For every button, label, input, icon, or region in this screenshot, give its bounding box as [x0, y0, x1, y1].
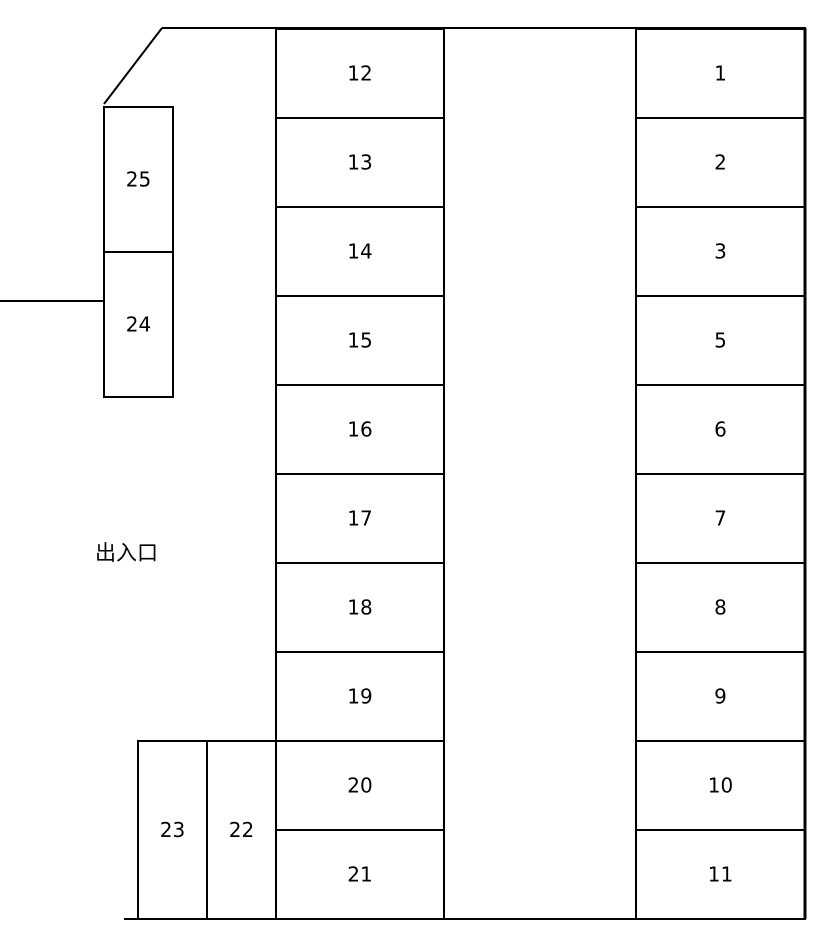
parking-space: 21 [275, 829, 445, 920]
parking-space: 22 [206, 740, 277, 920]
parking-space-number: 18 [347, 596, 372, 620]
parking-space: 12 [275, 28, 445, 119]
parking-space: 14 [275, 206, 445, 297]
parking-space: 15 [275, 295, 445, 386]
parking-space: 7 [635, 473, 806, 564]
parking-space: 6 [635, 384, 806, 475]
parking-space-number: 9 [714, 685, 727, 709]
parking-space-number: 14 [347, 240, 372, 264]
parking-space: 19 [275, 651, 445, 742]
parking-space-number: 2 [714, 151, 727, 175]
parking-space-number: 11 [708, 863, 733, 887]
parking-space-number: 8 [714, 596, 727, 620]
parking-space-number: 7 [714, 507, 727, 531]
parking-space: 2 [635, 117, 806, 208]
parking-space-number: 12 [347, 62, 372, 86]
parking-space: 23 [137, 740, 208, 920]
parking-space-outline [635, 829, 806, 920]
parking-space: 16 [275, 384, 445, 475]
parking-space-number: 22 [229, 818, 254, 842]
parking-space-outline [103, 251, 174, 398]
parking-space-number: 6 [714, 418, 727, 442]
parking-space: 1 [635, 28, 806, 119]
parking-space: 25 [103, 106, 174, 253]
parking-space: 18 [275, 562, 445, 653]
entrance-label: 出入口 [95, 541, 158, 565]
parking-space-number: 1 [714, 62, 727, 86]
parking-space-outline [206, 740, 277, 920]
parking-space: 24 [103, 251, 174, 398]
parking-space-number: 21 [347, 863, 372, 887]
parking-space-number: 20 [347, 774, 372, 798]
parking-space-number: 23 [160, 818, 185, 842]
parking-space: 10 [635, 740, 806, 831]
parking-space: 3 [635, 206, 806, 297]
parking-space: 5 [635, 295, 806, 386]
angled-corner-line [103, 27, 163, 105]
parking-space-number: 19 [347, 685, 372, 709]
parking-space: 9 [635, 651, 806, 742]
parking-space-number: 25 [126, 168, 151, 192]
parking-space-number: 3 [714, 240, 727, 264]
parking-space-number: 24 [126, 313, 151, 337]
parking-space-number: 5 [714, 329, 727, 353]
parking-space-number: 10 [708, 774, 733, 798]
parking-space: 17 [275, 473, 445, 564]
parking-space: 13 [275, 117, 445, 208]
parking-space: 11 [635, 829, 806, 920]
parking-space: 20 [275, 740, 445, 831]
parking-space-number: 13 [347, 151, 372, 175]
parking-space-number: 16 [347, 418, 372, 442]
parking-space-number: 15 [347, 329, 372, 353]
parking-space-number: 17 [347, 507, 372, 531]
parking-space: 8 [635, 562, 806, 653]
